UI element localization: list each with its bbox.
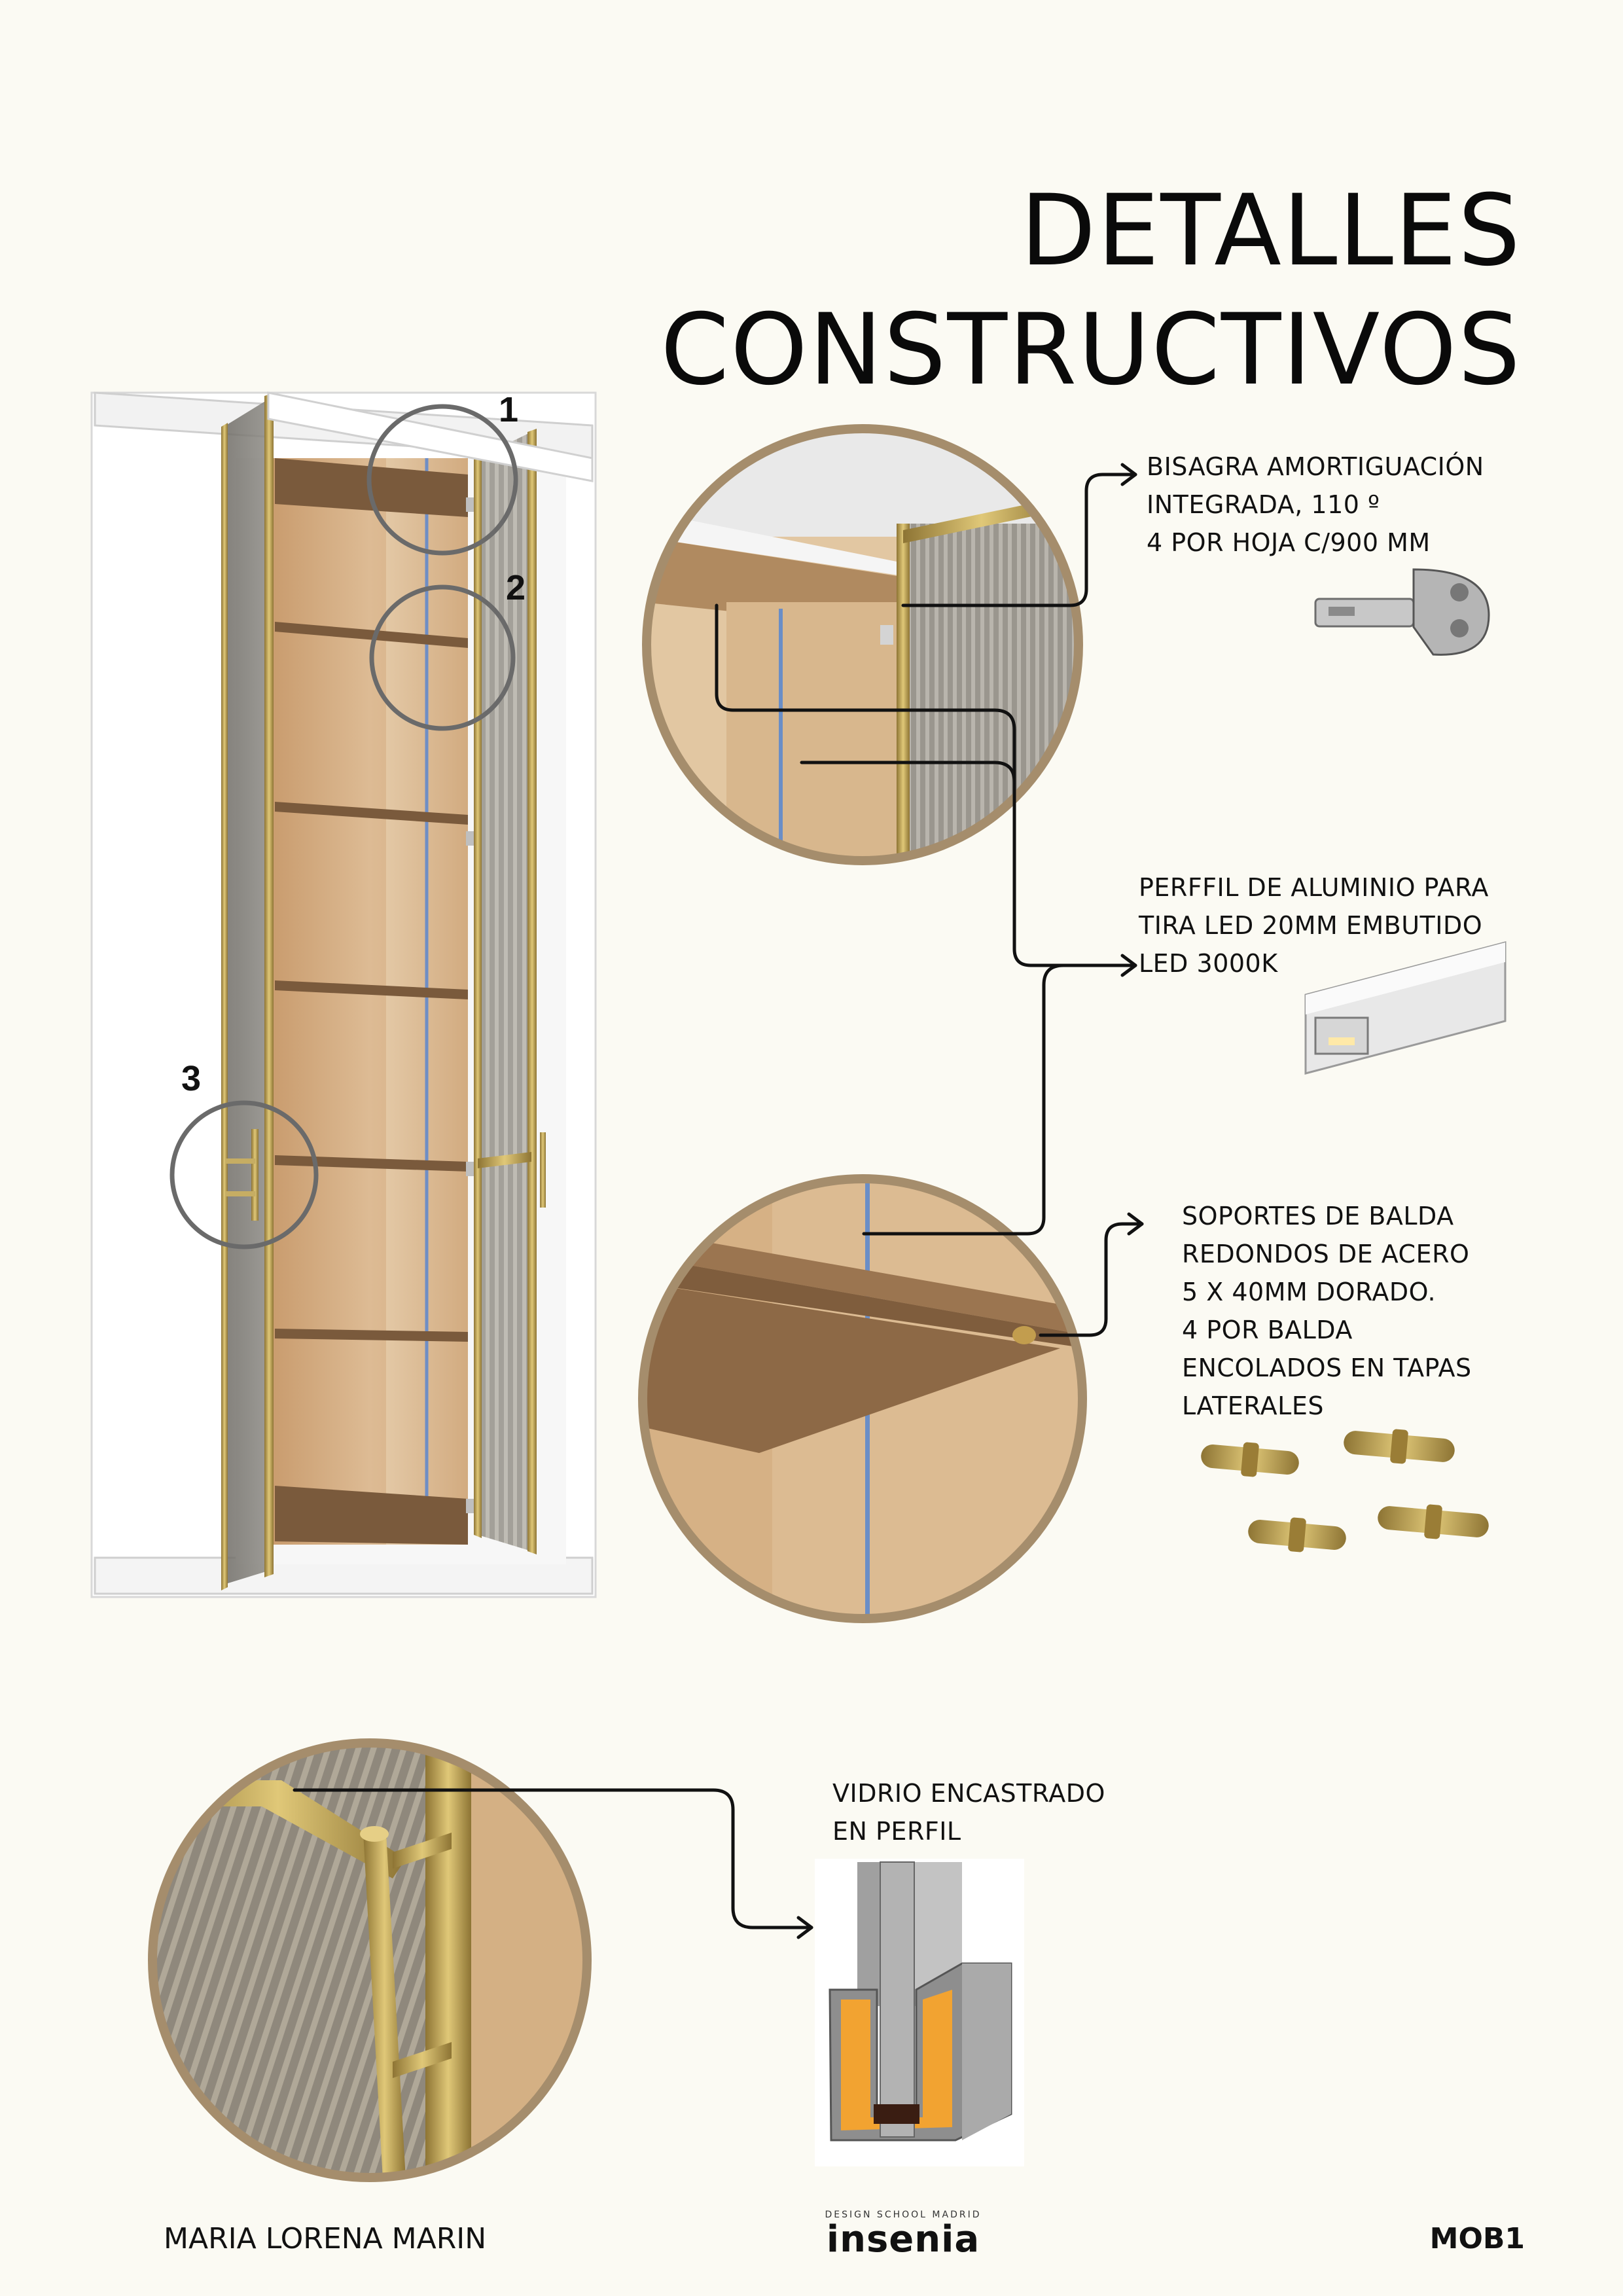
glass-profile-section-image bbox=[815, 1859, 1024, 2166]
note-line: INTEGRADA, 110 º bbox=[1147, 490, 1380, 519]
note-line: REDONDOS DE ACERO bbox=[1182, 1240, 1470, 1268]
page-title-line-2: CONSTRUCTIVOS bbox=[660, 293, 1522, 407]
note-line: ENCOLADOS EN TAPAS bbox=[1182, 1354, 1472, 1382]
note-line: LED 3000K bbox=[1139, 949, 1278, 978]
insenia-logo: DESIGN SCHOOL MADRID insenia bbox=[815, 2210, 991, 2259]
note-line: 5 X 40MM DORADO. bbox=[1182, 1278, 1436, 1306]
callout-number-3: 3 bbox=[181, 1059, 202, 1098]
detail-circle-shelf bbox=[643, 1179, 1082, 1619]
led-profile-image bbox=[1304, 941, 1507, 1075]
note-line: SOPORTES DE BALDA bbox=[1182, 1202, 1454, 1230]
note-line: 4 POR HOJA C/900 MM bbox=[1147, 528, 1431, 557]
cabinet-illustration bbox=[90, 391, 597, 1598]
page-title-line-1: DETALLES bbox=[1020, 174, 1522, 288]
logo-tagline: DESIGN SCHOOL MADRID bbox=[825, 2210, 982, 2220]
hinge-image bbox=[1314, 568, 1490, 656]
logo-wordmark: insenia bbox=[826, 2218, 980, 2261]
note-line: LATERALES bbox=[1182, 1391, 1324, 1420]
shelf-pin-images bbox=[1201, 1429, 1489, 1552]
note-glass: VIDRIO ENCASTRADO EN PERFIL bbox=[832, 1774, 1105, 1850]
note-hinge: BISAGRA AMORTIGUACIÓN INTEGRADA, 110 º 4… bbox=[1147, 448, 1484, 562]
note-line: PERFFIL DE ALUMINIO PARA bbox=[1139, 873, 1489, 902]
note-line: TIRA LED 20MM EMBUTIDO bbox=[1139, 911, 1483, 940]
note-shelf-supports: SOPORTES DE BALDA REDONDOS DE ACERO 5 X … bbox=[1182, 1197, 1472, 1425]
sheet-code: MOB1 bbox=[1429, 2222, 1525, 2255]
callout-circle-3 bbox=[169, 1100, 319, 1249]
author-name: MARIA LORENA MARIN bbox=[164, 2222, 487, 2255]
note-line: EN PERFIL bbox=[832, 1817, 961, 1846]
callout-number-1: 1 bbox=[499, 390, 519, 429]
detail-circle-handle bbox=[152, 1743, 587, 2178]
note-line: BISAGRA AMORTIGUACIÓN bbox=[1147, 452, 1484, 481]
note-line: 4 POR BALDA bbox=[1182, 1316, 1353, 1344]
note-line: VIDRIO ENCASTRADO bbox=[832, 1779, 1105, 1808]
callout-circle-2 bbox=[369, 584, 516, 731]
callout-circle-1 bbox=[366, 404, 518, 556]
callout-number-2: 2 bbox=[506, 568, 526, 607]
note-led-profile: PERFFIL DE ALUMINIO PARA TIRA LED 20MM E… bbox=[1139, 869, 1489, 982]
